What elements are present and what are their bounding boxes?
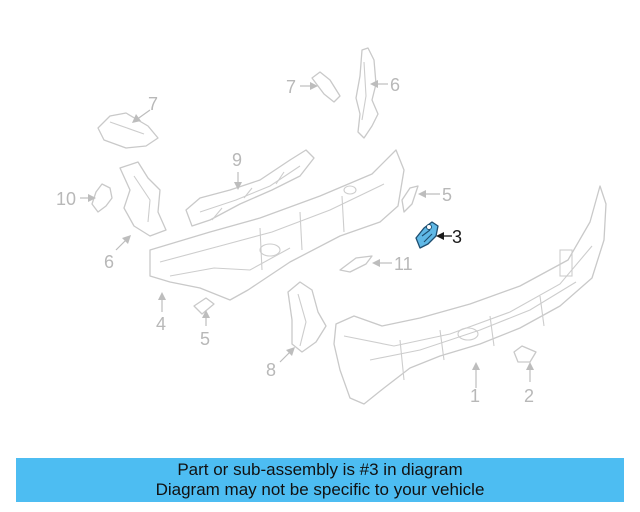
callout-4: 4: [156, 314, 166, 334]
callout-11: 11: [394, 254, 413, 274]
leader-4: [158, 292, 166, 312]
part-5-upper: [401, 185, 419, 213]
callout-7-top: 7: [286, 77, 296, 97]
info-banner: Part or sub-assembly is #3 in diagram Di…: [16, 458, 624, 502]
callout-10: 10: [56, 189, 76, 209]
callout-3: 3: [452, 227, 462, 247]
leader-2: [526, 362, 534, 382]
callout-7-left: 7: [148, 94, 158, 114]
leader-7-top: [300, 82, 318, 90]
banner-line-2: Diagram may not be specific to your vehi…: [155, 480, 485, 499]
part-10-clip: [91, 183, 113, 213]
callout-5-upper: 5: [442, 185, 452, 205]
part-8-bracket: [287, 281, 327, 353]
leader-5-upper: [418, 190, 440, 198]
part-9-reinforcement: [185, 149, 315, 227]
leader-8: [279, 347, 295, 363]
part-6-left: [119, 161, 167, 237]
parts-diagram: 1 2 3 4 5 5 6 6 7 7: [56, 47, 607, 406]
callout-5-lower: 5: [200, 329, 210, 349]
part-7-left: [97, 112, 159, 149]
part-4-rear-panel: [149, 149, 405, 301]
part-2-clip: [513, 345, 537, 363]
leader-9: [234, 172, 242, 190]
callout-1: 1: [470, 386, 480, 406]
part-7-top: [311, 71, 341, 103]
callout-8: 8: [266, 360, 276, 380]
part-11: [339, 255, 373, 273]
leader-3: [436, 232, 452, 240]
leader-10: [80, 194, 96, 202]
callout-6-left: 6: [104, 252, 114, 272]
callout-6-pillar: 6: [390, 75, 400, 95]
leader-1: [472, 362, 480, 388]
part-6-pillar: [355, 47, 379, 139]
part-1-lower-panel: [333, 185, 607, 405]
leader-11: [372, 259, 392, 267]
banner-line-1: Part or sub-assembly is #3 in diagram: [177, 460, 463, 479]
leader-7-left: [132, 109, 151, 123]
leader-5-lower: [202, 310, 210, 326]
callout-2: 2: [524, 386, 534, 406]
part-3-highlighted: [415, 221, 439, 249]
callout-9: 9: [232, 150, 242, 170]
leader-6-left: [115, 235, 131, 251]
part-5-lower: [193, 297, 215, 315]
leader-6-pillar: [370, 80, 388, 88]
